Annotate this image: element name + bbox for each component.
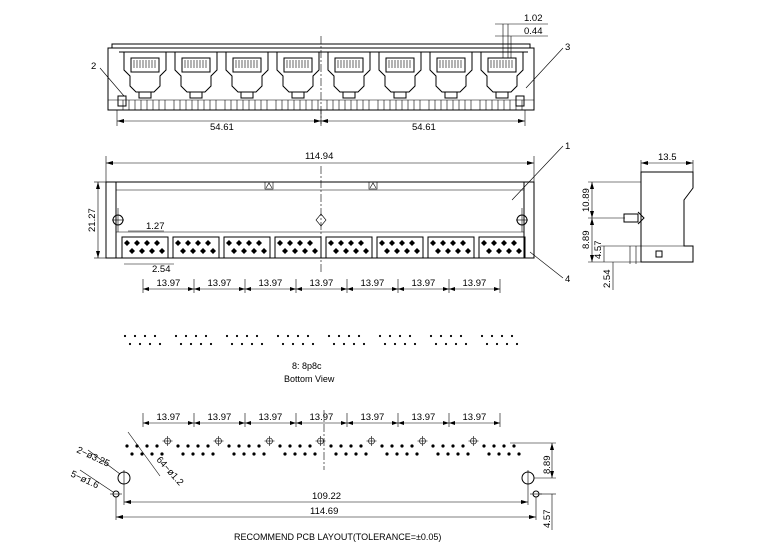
pcb-spacing-dims: 13.97 13.97 13.97 13.97 13.97 13.97 13.97 (142, 412, 501, 427)
dim-front-spacing-4: 13.97 (310, 278, 334, 289)
dim-front-pitch-2-54: 2.54 (152, 264, 171, 275)
dim-front-pitch-1-27: 1.27 (146, 221, 165, 232)
pcb-hole-group-8 (482, 444, 521, 456)
dim-side-depth: 13.5 (658, 152, 677, 163)
front-pin-group-5 (325, 236, 373, 259)
dim-side-8-89: 8.89 (581, 231, 592, 250)
side-view-housing (640, 171, 694, 263)
top-port-1 (119, 51, 171, 110)
top-port-7 (425, 51, 477, 110)
callout-2: 2 (91, 61, 96, 72)
callout-1: 1 (565, 141, 570, 152)
dim-side-4-57: 4.57 (593, 241, 604, 260)
dim-pcb-spacing-7: 13.97 (463, 412, 487, 423)
dim-top-left-width: 54.61 (210, 122, 234, 133)
top-port-8 (476, 51, 528, 110)
front-pin-group-3 (223, 236, 271, 259)
bottom-dot-group-3 (225, 334, 264, 346)
dim-front-spacing-3: 13.97 (259, 278, 283, 289)
bottom-view-caption-type: 8: 8p8c (292, 361, 322, 371)
top-port-3 (221, 51, 273, 110)
dim-front-spacing-2: 13.97 (208, 278, 232, 289)
front-pin-group-2 (172, 236, 220, 259)
top-view: 54.61 54.61 1.02 0.44 2 3 (91, 13, 570, 133)
dim-top-1-02: 1.02 (524, 13, 543, 24)
dim-front-height: 21.27 (87, 208, 98, 232)
dim-front-spacing-7: 13.97 (463, 278, 487, 289)
callout-3: 3 (565, 42, 570, 53)
pcb-hole-group-5 (329, 436, 377, 456)
bottom-dot-group-6 (378, 334, 417, 346)
bottom-view-pin-dots (123, 334, 519, 346)
dim-pcb-4-57: 4.57 (542, 510, 553, 529)
label-mount-holes: 2−ø3.25 (75, 445, 111, 470)
top-port-5 (323, 51, 375, 110)
top-port-4 (272, 51, 324, 110)
dim-pcb-spacing-1: 13.97 (157, 412, 181, 423)
dim-pcb-spacing-3: 13.97 (259, 412, 283, 423)
top-port-2 (170, 51, 222, 110)
dim-pcb-inner-width: 109.22 (312, 491, 341, 502)
dim-pcb-outer-width: 114.69 (310, 506, 338, 517)
dim-pcb-spacing-2: 13.97 (208, 412, 232, 423)
bottom-dot-group-5 (327, 334, 366, 346)
label-pin-holes: 64−ø1.2 (154, 455, 186, 488)
pcb-hole-group-3 (227, 436, 275, 456)
bottom-view-caption: Bottom View (284, 374, 335, 384)
dim-pcb-spacing-5: 13.97 (361, 412, 385, 423)
dim-top-right-width: 54.61 (412, 122, 436, 133)
pcb-hole-group-7 (431, 436, 479, 456)
dim-pcb-spacing-4: 13.97 (310, 412, 334, 423)
front-view-pin-groups (121, 236, 526, 259)
bottom-dot-group-2 (174, 334, 213, 346)
dim-front-width: 114.94 (305, 151, 333, 162)
front-pin-group-4 (274, 236, 322, 259)
side-view: 13.5 10.89 8.89 4.57 2.54 (581, 152, 694, 290)
dim-front-spacing-1: 13.97 (157, 278, 181, 289)
label-small-holes: 5−ø1.6 (69, 469, 101, 492)
dim-side-2-54: 2.54 (602, 270, 613, 289)
dim-side-10-89: 10.89 (581, 188, 592, 212)
dim-top-0-44: 0.44 (524, 26, 543, 37)
bottom-dot-group-4 (276, 334, 315, 346)
pcb-hole-group-4 (278, 436, 326, 456)
bottom-dot-group-1 (123, 334, 162, 346)
dim-front-spacing-6: 13.97 (412, 278, 436, 289)
bottom-view: 8: 8p8c Bottom View (123, 334, 519, 384)
top-port-6 (374, 51, 426, 110)
pcb-hole-group-1 (125, 436, 173, 456)
pcb-layout: 13.97 13.97 13.97 13.97 13.97 13.97 13.97 109.… (69, 410, 556, 542)
pcb-hole-group-6 (380, 436, 428, 456)
bottom-dot-group-7 (429, 334, 468, 346)
pcb-layout-caption: RECOMMEND PCB LAYOUT(TOLERANCE=±0.05) (234, 532, 441, 542)
front-pin-group-8 (478, 236, 526, 259)
dim-pcb-8-89: 8.89 (542, 456, 553, 475)
pcb-hole-group-2 (176, 436, 224, 456)
front-pin-group-6 (376, 236, 424, 259)
front-pin-group-1 (121, 236, 169, 259)
front-view-spacing-dims: 13.97 13.97 13.97 13.97 13.97 13.97 13.97 (142, 278, 501, 293)
bottom-dot-group-8 (480, 334, 519, 346)
dim-pcb-spacing-6: 13.97 (412, 412, 436, 423)
front-view-housing (105, 181, 535, 259)
dim-front-spacing-5: 13.97 (361, 278, 385, 289)
top-view-ports (119, 51, 528, 110)
pcb-pin-holes (125, 436, 521, 456)
front-pin-group-7 (427, 236, 475, 259)
callout-4: 4 (565, 274, 570, 285)
